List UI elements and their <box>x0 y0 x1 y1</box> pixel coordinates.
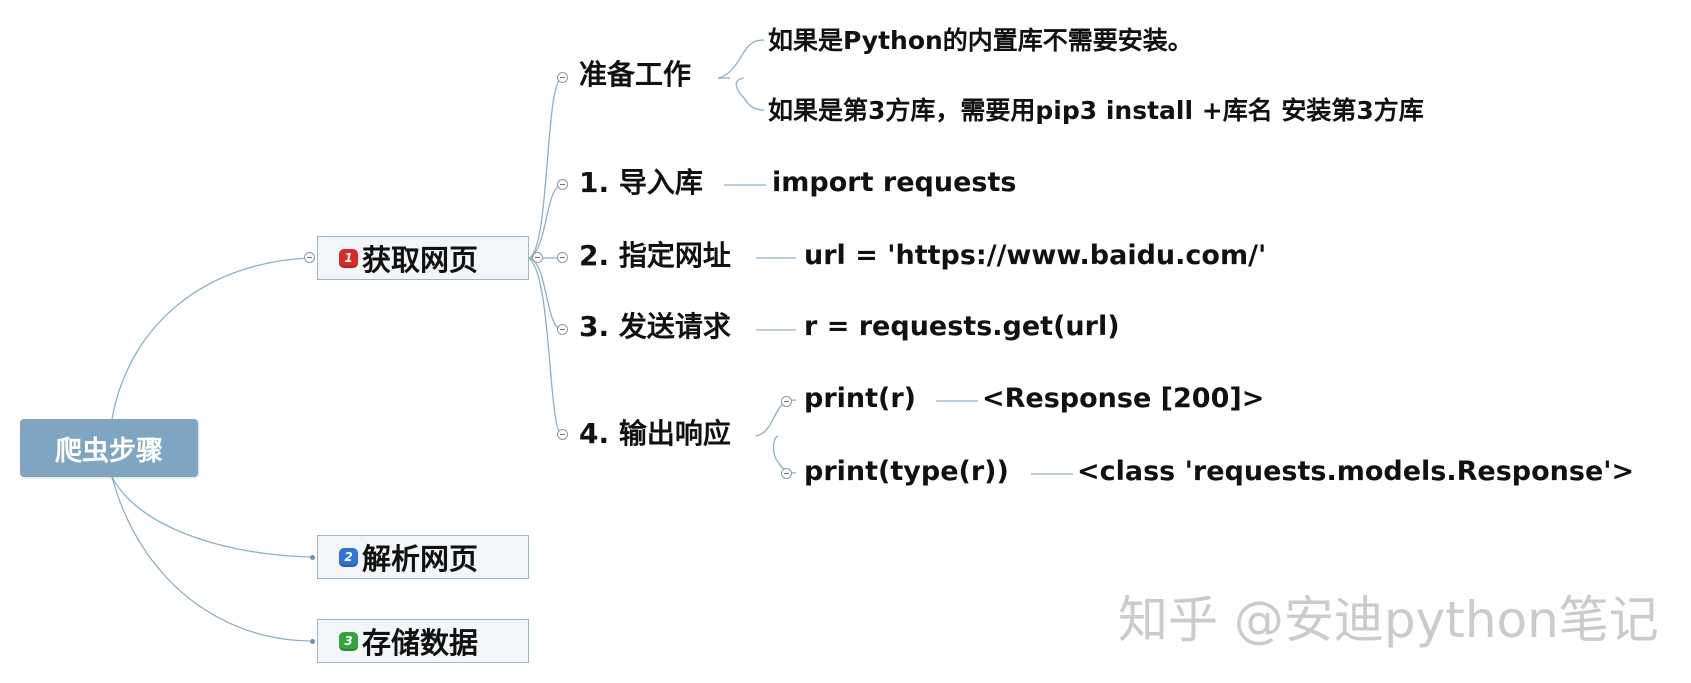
note-third-party-library[interactable]: 如果是第3方库，需要用pip3 install +库名 安装第3方库 <box>768 96 1424 125</box>
connector-branch1-import <box>528 184 563 259</box>
branch-label: 存储数据 <box>362 626 479 660</box>
step-output-label[interactable]: 4. 输出响应 <box>579 417 731 450</box>
collapse-toggle-send[interactable] <box>557 324 568 335</box>
collapse-toggle-output[interactable] <box>557 429 568 440</box>
step-prepare-label[interactable]: 准备工作 <box>579 58 692 91</box>
branch-node-parse[interactable]: 2 解析网页 <box>317 535 529 579</box>
code-url[interactable]: url = 'https://www.baidu.com/' <box>804 240 1267 271</box>
branch-node-store[interactable]: 3 存储数据 <box>317 619 529 663</box>
connector-branch1-prepare <box>528 77 563 259</box>
collapse-toggle-branch1-children[interactable] <box>532 252 543 263</box>
connector-root-branch2 <box>111 476 311 558</box>
priority-3-icon: 3 <box>339 631 358 651</box>
priority-2-icon: 2 <box>339 547 358 567</box>
connector-root-branch1 <box>111 257 311 420</box>
root-node[interactable]: 爬虫步骤 <box>20 419 198 477</box>
step-send-label[interactable]: 3. 发送请求 <box>579 310 731 343</box>
connector-dot-branch3 <box>310 639 315 644</box>
code-send[interactable]: r = requests.get(url) <box>804 311 1120 342</box>
collapse-toggle-import[interactable] <box>557 179 568 190</box>
branch-node-fetch[interactable]: 1 获取网页 <box>317 236 529 280</box>
connector-prepare-notes <box>717 39 765 111</box>
connector-root-branch3 <box>111 476 311 642</box>
branch-label: 解析网页 <box>362 542 479 576</box>
code-print-r[interactable]: print(r) <box>804 383 917 414</box>
collapse-toggle-print-r[interactable] <box>781 396 792 407</box>
branch-label: 获取网页 <box>362 243 479 277</box>
note-builtin-library[interactable]: 如果是Python的内置库不需要安装。 <box>768 26 1193 55</box>
code-import[interactable]: import requests <box>772 167 1017 198</box>
collapse-toggle-branch1[interactable] <box>304 252 315 263</box>
collapse-toggle-print-type[interactable] <box>781 468 792 479</box>
connector-branch1-output <box>528 257 563 436</box>
collapse-toggle-prepare[interactable] <box>557 72 568 83</box>
connector-output-items <box>755 399 797 474</box>
root-label: 爬虫步骤 <box>55 435 163 467</box>
code-print-type[interactable]: print(type(r)) <box>804 456 1009 487</box>
priority-1-icon: 1 <box>339 248 358 268</box>
step-import-label[interactable]: 1. 导入库 <box>579 166 703 199</box>
result-print-type[interactable]: <class 'requests.models.Response'> <box>1077 456 1635 487</box>
collapse-toggle-url[interactable] <box>557 252 568 263</box>
result-print-r[interactable]: <Response [200]> <box>982 383 1265 414</box>
watermark: 知乎 @安迪python笔记 <box>1118 591 1659 649</box>
connector-dot-branch2 <box>310 555 315 560</box>
step-url-label[interactable]: 2. 指定网址 <box>579 239 731 272</box>
